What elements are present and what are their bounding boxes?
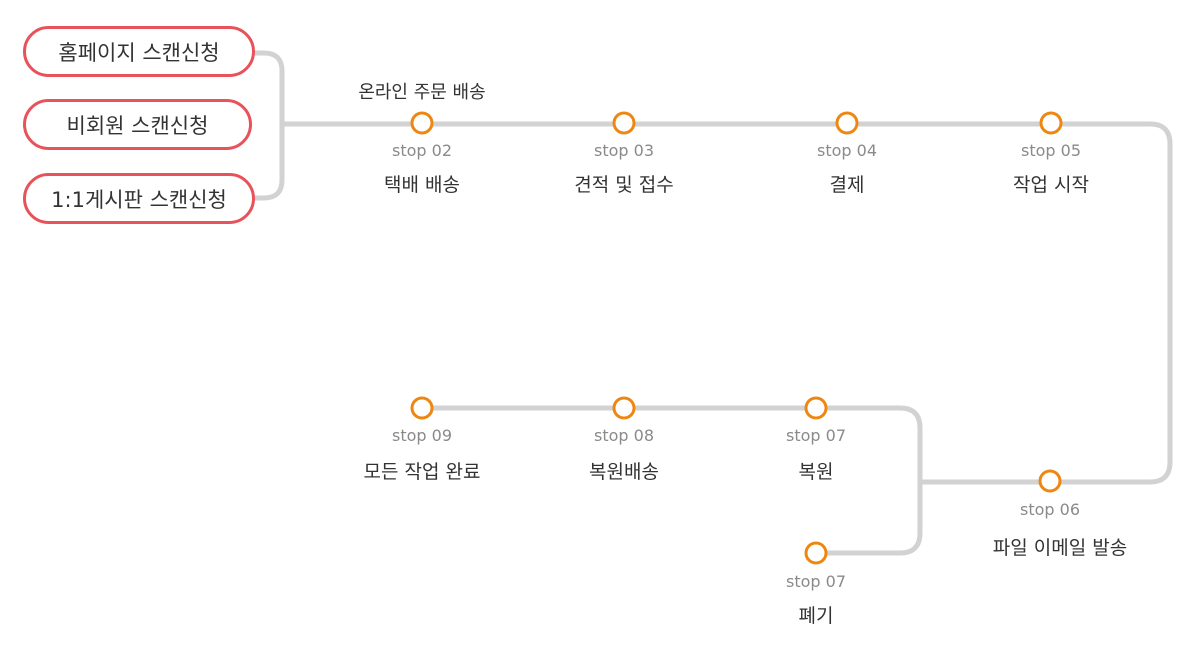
stop-node-08[interactable] — [612, 396, 636, 420]
online-order-label: 온라인 주문 배송 — [358, 82, 486, 103]
stop-node-02[interactable] — [410, 111, 434, 135]
stop-node-06[interactable] — [1038, 469, 1062, 493]
stop-09-title: 모든 작업 완료 — [363, 461, 481, 483]
stop-02-title: 택배 배송 — [384, 174, 460, 196]
stop-04-number: stop 04 — [817, 141, 877, 160]
guest-scan-request-label: 비회원 스캔신청 — [66, 113, 209, 138]
stop-02-number: stop 02 — [392, 141, 452, 160]
stop-03-number: stop 03 — [594, 141, 654, 160]
track-lower-route — [419, 405, 923, 556]
board-scan-request-label: 1:1게시판 스캔신청 — [51, 187, 227, 212]
homepage-scan-request-button[interactable]: 홈페이지 스캔신청 — [23, 26, 255, 77]
board-scan-request-button[interactable]: 1:1게시판 스캔신청 — [23, 173, 255, 224]
stop-node-07-restore[interactable] — [804, 396, 828, 420]
stop-08-number: stop 08 — [594, 426, 654, 445]
stop-05-number: stop 05 — [1021, 141, 1081, 160]
stop-03-title: 견적 및 접수 — [574, 174, 674, 196]
stop-06-title: 파일 이메일 발송 — [992, 537, 1128, 559]
stop-node-09[interactable] — [410, 396, 434, 420]
stop-node-07-dispose[interactable] — [804, 541, 828, 565]
stop-04-title: 결제 — [829, 174, 865, 196]
guest-scan-request-button[interactable]: 비회원 스캔신청 — [23, 99, 252, 150]
stop-nodes — [410, 111, 1063, 565]
stop-node-04[interactable] — [835, 111, 859, 135]
stop-06-number: stop 06 — [1020, 500, 1080, 519]
stop-07-dispose-title: 폐기 — [798, 605, 834, 627]
stop-07-restore-title: 복원 — [798, 461, 834, 483]
stop-09-number: stop 09 — [392, 426, 452, 445]
stop-05-title: 작업 시작 — [1013, 174, 1089, 196]
stop-07-dispose-number: stop 07 — [786, 572, 846, 591]
homepage-scan-request-label: 홈페이지 스캔신청 — [58, 40, 220, 65]
stop-node-05[interactable] — [1039, 111, 1063, 135]
stop-07-restore-number: stop 07 — [786, 426, 846, 445]
stop-node-03[interactable] — [612, 111, 636, 135]
stop-08-title: 복원배송 — [589, 461, 659, 483]
track-main-route — [917, 121, 1173, 485]
